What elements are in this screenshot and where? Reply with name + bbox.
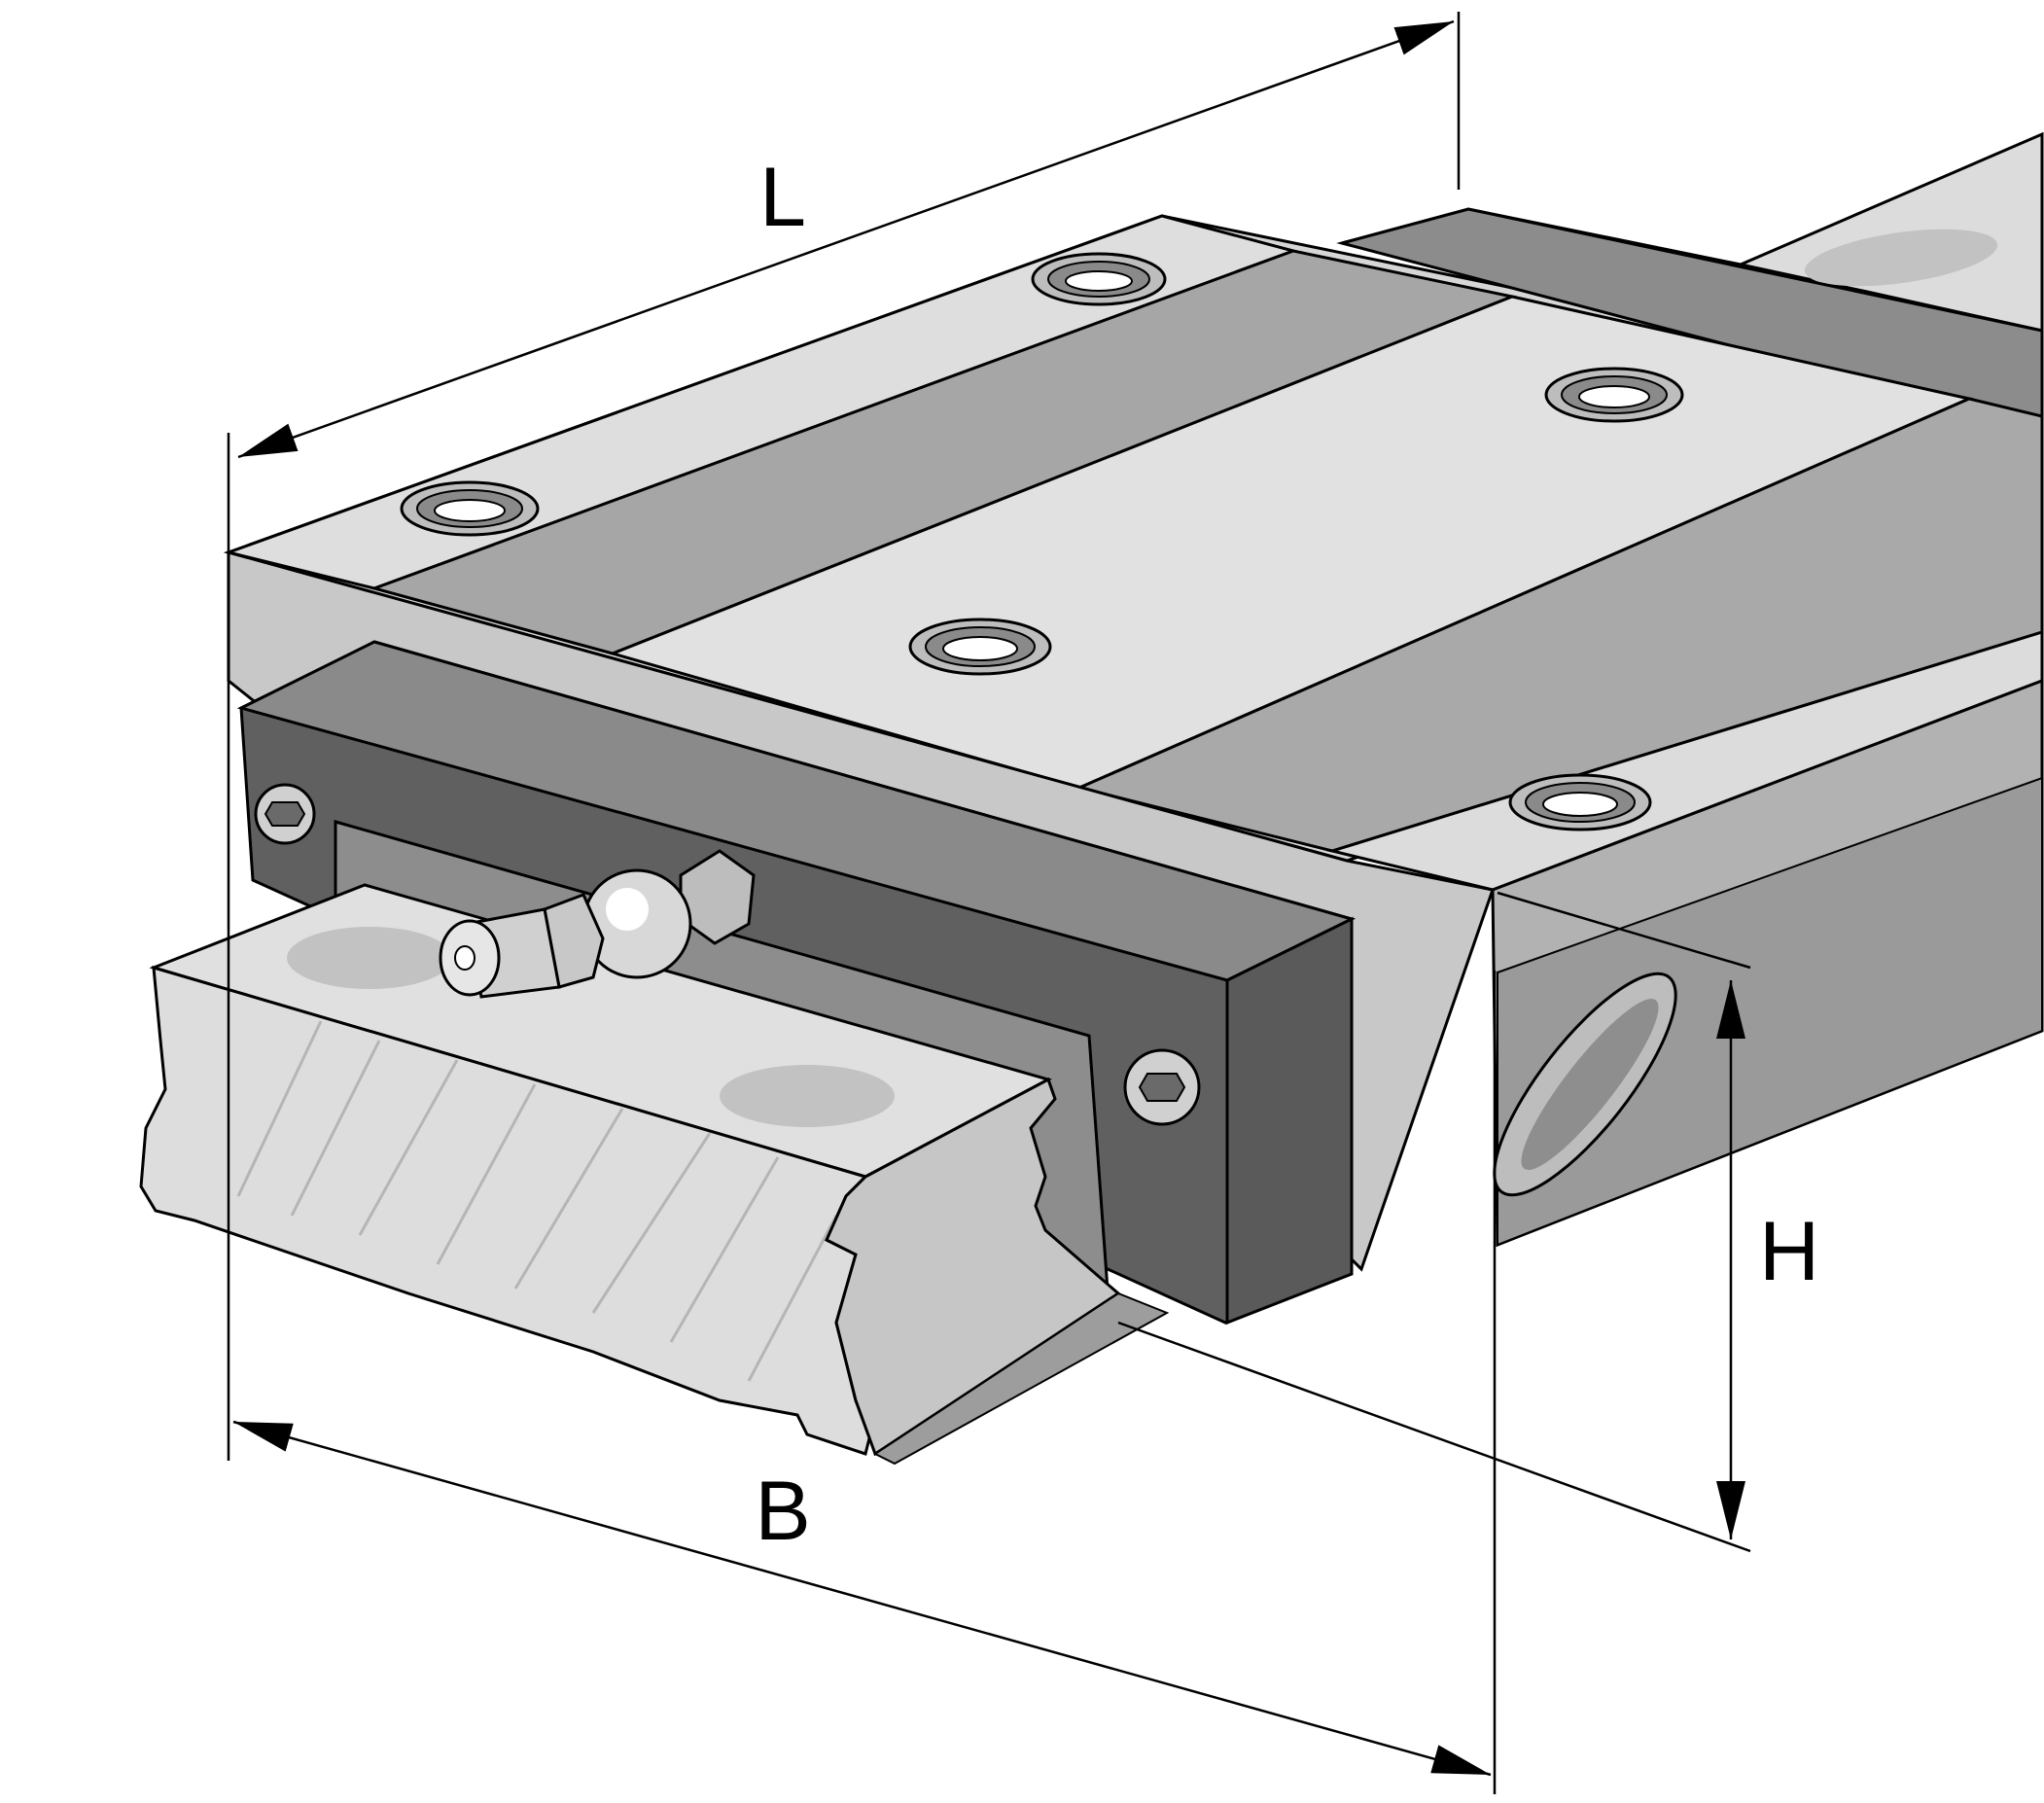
guide-rail-front xyxy=(139,883,1170,1466)
dimension-lines xyxy=(227,12,1751,1794)
end-plate-screw-left xyxy=(254,783,316,845)
extension-line-h-bottom xyxy=(1117,1321,1751,1553)
dimension-label-H: H xyxy=(1759,1205,1819,1298)
dimension-label-B: B xyxy=(755,1465,810,1558)
mounting-hole-5 xyxy=(1508,773,1652,831)
dimension-L-line xyxy=(237,19,1455,459)
dimension-label-L: L xyxy=(759,151,806,244)
mounting-hole-1 xyxy=(1031,252,1167,306)
grease-nipple-icon xyxy=(439,849,756,999)
mounting-hole-2 xyxy=(400,480,540,537)
dimension-B-line xyxy=(232,1420,1492,1777)
end-plate-screw-right xyxy=(1123,1048,1201,1126)
extension-line-h-top xyxy=(1497,891,1751,970)
mounting-hole-4 xyxy=(908,618,1052,676)
mounting-hole-3 xyxy=(1544,367,1684,423)
